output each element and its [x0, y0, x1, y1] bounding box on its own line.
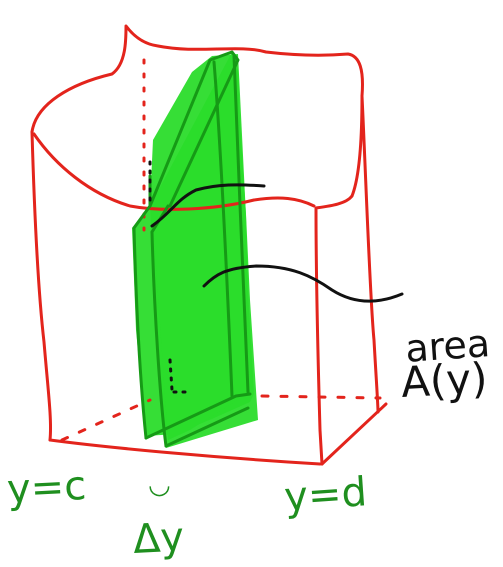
- slab-bottom-edge: [144, 392, 252, 448]
- cross-section-arc: [150, 183, 266, 228]
- solid-right-edge: [314, 194, 354, 466]
- solid-bottom-right-edge: [320, 402, 388, 466]
- slab-front-left-edge: [132, 226, 148, 440]
- label-area-function: A(y): [399, 353, 489, 407]
- slab-hidden-dots: [148, 158, 192, 394]
- callouts: [150, 183, 404, 303]
- solid-back-right-edge: [360, 94, 380, 414]
- label-delta-y: Δy: [131, 514, 186, 563]
- slab-right-edge-2: [232, 54, 250, 394]
- slice-front-face-fill: [154, 60, 250, 440]
- label-y-equals-d: y=d: [282, 469, 369, 521]
- area-pointer-line: [202, 264, 404, 303]
- slice-outline: [132, 50, 252, 448]
- slice-width-brace: ◡: [148, 470, 171, 500]
- slab-front-left-edge-2: [150, 230, 168, 448]
- slab-top-edge: [148, 50, 240, 208]
- solid-outline: [30, 24, 388, 466]
- solid-bottom-front-edge: [48, 438, 322, 466]
- slab-right-edge-1: [212, 60, 234, 398]
- label-y-equals-c: y=c: [5, 462, 88, 513]
- solid-back-bottom-hidden: [60, 394, 382, 442]
- solid-left-edge: [30, 130, 53, 442]
- slice-fill-group: [132, 52, 258, 448]
